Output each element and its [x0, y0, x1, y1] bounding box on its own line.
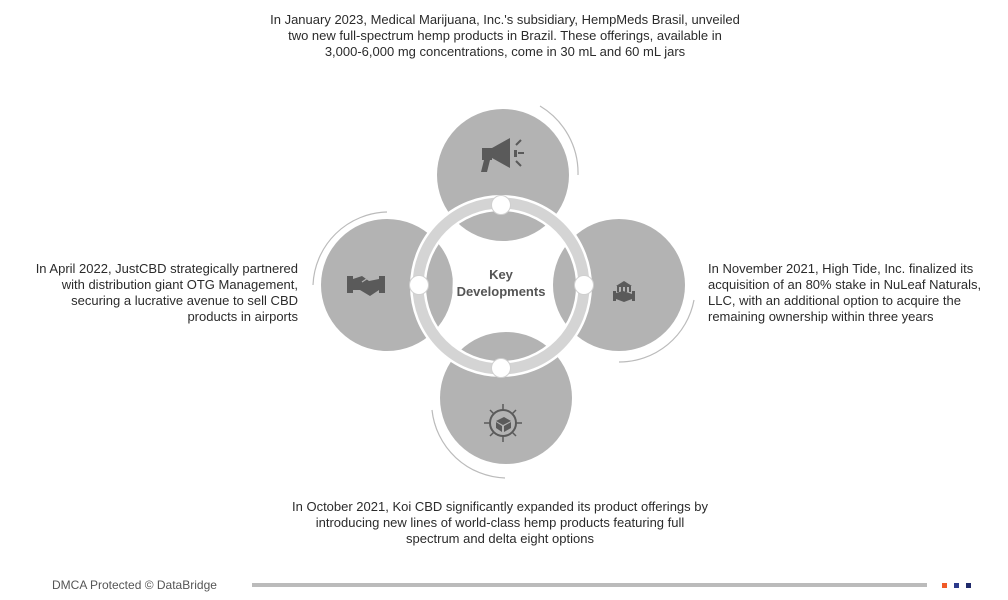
- handshake-icon: [347, 276, 385, 296]
- development-top-text: In January 2023, Medical Marijuana, Inc.…: [270, 12, 740, 59]
- development-bottom-text: In October 2021, Koi CBD significantly e…: [292, 499, 708, 546]
- arc-bottom: [431, 409, 506, 479]
- distribution-icon: [484, 404, 522, 442]
- acquisition-icon: [613, 281, 635, 302]
- arc-left: [312, 211, 388, 286]
- footer-square-blue: [954, 583, 959, 588]
- megaphone-icon: [481, 138, 524, 172]
- development-right-text: In November 2021, High Tide, Inc. finali…: [708, 261, 982, 324]
- footer-copyright: DMCA Protected © DataBridge: [52, 578, 217, 592]
- center-label-line1: Key: [489, 267, 513, 282]
- arc-top: [539, 105, 579, 176]
- development-left-text: In April 2022, JustCBD strategically par…: [35, 261, 298, 324]
- footer-square-navy: [966, 583, 971, 588]
- dot-bottom: [491, 358, 511, 378]
- center-white: [452, 242, 551, 331]
- center-label: Key Developments: [441, 266, 561, 300]
- footer-divider: [252, 583, 927, 587]
- arc-right: [618, 299, 695, 363]
- dot-top: [491, 195, 511, 215]
- footer-square-orange: [942, 583, 947, 588]
- center-label-line2: Developments: [456, 284, 546, 299]
- dot-right: [574, 275, 594, 295]
- dot-left: [409, 275, 429, 295]
